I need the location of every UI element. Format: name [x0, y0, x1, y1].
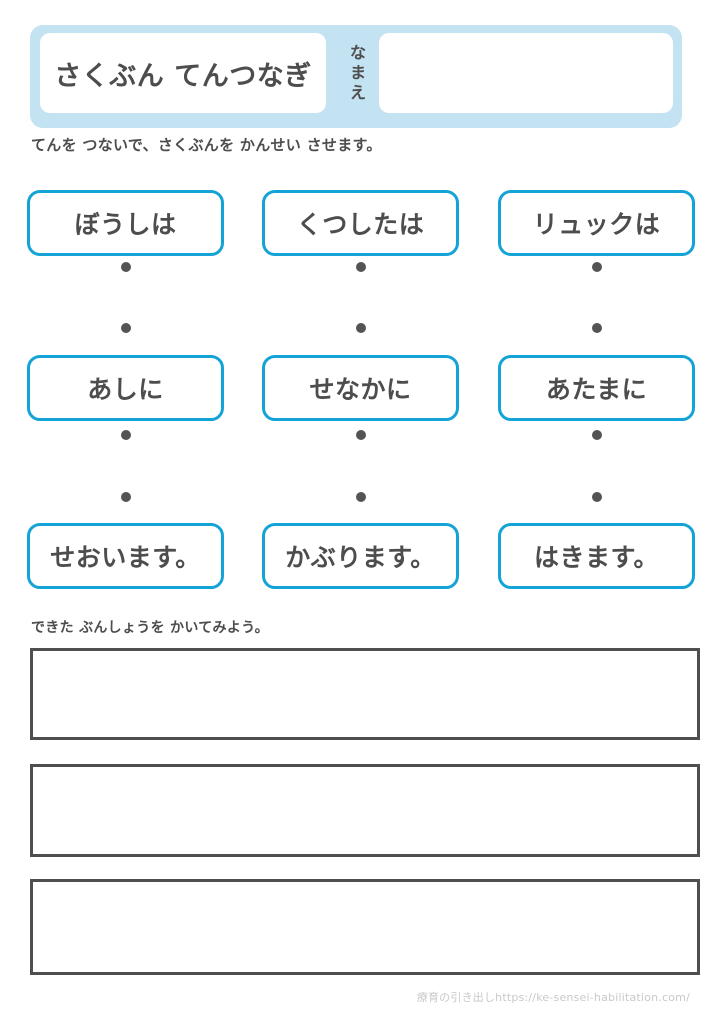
connect-dot-r2c3-bottom[interactable]: [592, 430, 602, 440]
word-label: リュックは: [532, 210, 661, 239]
connect-dot-r3c1-top[interactable]: [121, 492, 131, 502]
word-box-place-3[interactable]: あたまに: [498, 355, 695, 421]
footer-credit: 療育の引き出しhttps://ke-sensei-habilitation.co…: [416, 991, 690, 1004]
connect-dot-r2c1-bottom[interactable]: [121, 430, 131, 440]
word-label: せおいます。: [50, 543, 201, 572]
word-box-place-2[interactable]: せなかに: [262, 355, 459, 421]
name-label-char-3: え: [349, 83, 366, 102]
word-box-verb-3[interactable]: はきます。: [498, 523, 695, 589]
name-input-field[interactable]: [379, 33, 673, 113]
word-label: かぶります。: [285, 543, 436, 572]
word-box-subject-3[interactable]: リュックは: [498, 190, 695, 256]
word-label: はきます。: [533, 543, 659, 572]
word-label: あしに: [87, 375, 164, 404]
word-label: あたまに: [545, 375, 648, 404]
word-box-verb-1[interactable]: せおいます。: [27, 523, 224, 589]
word-label: くつしたは: [296, 210, 425, 239]
write-line-2[interactable]: [30, 764, 700, 857]
connect-dot-r2c3-top[interactable]: [592, 323, 602, 333]
connect-dot-r2c1-top[interactable]: [121, 323, 131, 333]
word-box-verb-2[interactable]: かぶります。: [262, 523, 459, 589]
word-box-subject-2[interactable]: くつしたは: [262, 190, 459, 256]
header-bar: さくぶん てんつなぎ な ま え: [30, 25, 682, 128]
connect-dot-r2c2-top[interactable]: [356, 323, 366, 333]
instruction-text: てんを つないで、さくぶんを かんせい させます。: [31, 136, 382, 154]
word-box-subject-1[interactable]: ぼうしは: [27, 190, 224, 256]
word-box-place-1[interactable]: あしに: [27, 355, 224, 421]
connect-dot-r1c2-bottom[interactable]: [356, 262, 366, 272]
write-line-3[interactable]: [30, 879, 700, 975]
connect-dot-r3c3-top[interactable]: [592, 492, 602, 502]
page-title: さくぶん てんつなぎ: [54, 60, 312, 92]
name-label-vertical: な ま え: [344, 33, 372, 113]
name-label-char-2: ま: [349, 63, 366, 82]
word-label: ぼうしは: [74, 210, 177, 239]
name-label-char-1: な: [349, 43, 366, 62]
connect-dot-r2c2-bottom[interactable]: [356, 430, 366, 440]
worksheet-title-box: さくぶん てんつなぎ: [40, 33, 326, 113]
connect-dot-r1c3-bottom[interactable]: [592, 262, 602, 272]
connect-dot-r1c1-bottom[interactable]: [121, 262, 131, 272]
connect-dot-r3c2-top[interactable]: [356, 492, 366, 502]
write-line-1[interactable]: [30, 648, 700, 740]
write-prompt-text: できた ぶんしょうを かいてみよう。: [31, 620, 269, 636]
word-label: せなかに: [309, 375, 412, 404]
